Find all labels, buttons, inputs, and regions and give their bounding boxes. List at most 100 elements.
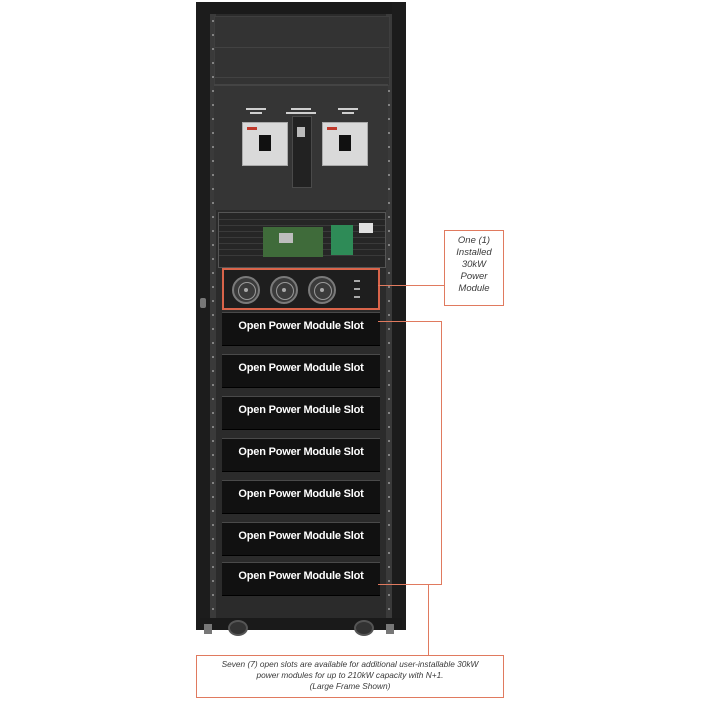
rail-hole bbox=[212, 552, 214, 554]
ups-cabinet: Open Power Module Slot Open Power Module… bbox=[196, 2, 406, 630]
rail-hole bbox=[212, 244, 214, 246]
board-component bbox=[279, 233, 293, 243]
rail-hole bbox=[212, 328, 214, 330]
rail-hole bbox=[388, 132, 390, 134]
rail-hole bbox=[212, 230, 214, 232]
circuit-board bbox=[263, 227, 323, 257]
callout-line: Installed bbox=[456, 247, 492, 258]
rail-hole bbox=[212, 566, 214, 568]
open-slot-2: Open Power Module Slot bbox=[222, 354, 380, 388]
slot-label: Open Power Module Slot bbox=[238, 320, 364, 332]
callout-line: Power bbox=[460, 271, 488, 282]
rail-hole bbox=[388, 440, 390, 442]
caster-wheel-icon bbox=[354, 620, 374, 636]
rail-hole bbox=[212, 90, 214, 92]
rail-hole bbox=[212, 20, 214, 22]
callout-line: One (1) bbox=[457, 235, 491, 246]
breaker-panel bbox=[214, 84, 388, 210]
rail-hole bbox=[212, 426, 214, 428]
rail-hole bbox=[212, 202, 214, 204]
board-component bbox=[359, 223, 373, 233]
cabinet-plinth bbox=[200, 618, 402, 630]
rail-hole bbox=[388, 496, 390, 498]
fan-icon bbox=[270, 276, 298, 304]
rail-hole bbox=[212, 286, 214, 288]
rail-hole bbox=[212, 496, 214, 498]
rail-hole bbox=[388, 384, 390, 386]
rail-hole bbox=[212, 594, 214, 596]
slot-label: Open Power Module Slot bbox=[238, 570, 364, 582]
rail-hole bbox=[388, 286, 390, 288]
rail-hole bbox=[212, 580, 214, 582]
rail-hole bbox=[388, 230, 390, 232]
rail-hole bbox=[212, 468, 214, 470]
open-slot-6: Open Power Module Slot bbox=[222, 522, 380, 556]
rail-hole bbox=[212, 454, 214, 456]
status-led bbox=[354, 280, 360, 282]
rail-hole bbox=[212, 412, 214, 414]
leveling-foot bbox=[386, 624, 394, 634]
status-led bbox=[354, 296, 360, 298]
rail-hole bbox=[212, 510, 214, 512]
rail-hole bbox=[212, 62, 214, 64]
slot-label: Open Power Module Slot bbox=[238, 446, 364, 458]
slot-label: Open Power Module Slot bbox=[238, 530, 364, 542]
rail-hole bbox=[212, 188, 214, 190]
cabinet-top bbox=[196, 2, 406, 14]
open-slot-4: Open Power Module Slot bbox=[222, 438, 380, 472]
rail-hole bbox=[388, 482, 390, 484]
rail-hole bbox=[212, 538, 214, 540]
rail-hole bbox=[388, 510, 390, 512]
rail-hole bbox=[212, 34, 214, 36]
rail-hole bbox=[388, 454, 390, 456]
rail-hole bbox=[212, 272, 214, 274]
rail-hole bbox=[212, 118, 214, 120]
rail-hole bbox=[212, 482, 214, 484]
rail-hole bbox=[212, 146, 214, 148]
breaker-label-2 bbox=[279, 106, 323, 116]
rail-hole bbox=[388, 566, 390, 568]
slot-label: Open Power Module Slot bbox=[238, 488, 364, 500]
rail-hole bbox=[388, 552, 390, 554]
rail-hole bbox=[212, 258, 214, 260]
rail-hole bbox=[212, 48, 214, 50]
slot-label: Open Power Module Slot bbox=[238, 362, 364, 374]
open-slot-3: Open Power Module Slot bbox=[222, 396, 380, 430]
center-breaker-bar bbox=[292, 116, 312, 188]
slot-leader-down bbox=[428, 584, 429, 655]
rail-hole bbox=[388, 328, 390, 330]
slot-leader-vertical bbox=[441, 321, 442, 584]
rail-hole bbox=[388, 174, 390, 176]
door-handle bbox=[200, 298, 206, 308]
callout-line: Seven (7) open slots are available for a… bbox=[221, 659, 479, 669]
breaker-icon bbox=[242, 122, 288, 166]
rail-hole bbox=[388, 160, 390, 162]
callout-line: 30kW bbox=[461, 259, 487, 270]
rail-hole bbox=[388, 608, 390, 610]
rail-hole bbox=[388, 370, 390, 372]
rail-hole bbox=[388, 594, 390, 596]
open-slot-1: Open Power Module Slot bbox=[222, 312, 380, 346]
cabinet-right-side bbox=[392, 2, 406, 630]
rail-hole bbox=[388, 314, 390, 316]
rail-hole bbox=[388, 426, 390, 428]
breaker-label-1 bbox=[234, 106, 278, 116]
top-blank-panel bbox=[214, 16, 390, 86]
callout-line: Module bbox=[458, 283, 490, 294]
rail-hole bbox=[388, 468, 390, 470]
installed-power-module bbox=[222, 268, 380, 310]
rail-hole bbox=[388, 398, 390, 400]
rail-hole bbox=[388, 216, 390, 218]
slot-leader-top bbox=[378, 321, 441, 322]
open-slot-7: Open Power Module Slot bbox=[222, 562, 380, 596]
rail-hole bbox=[212, 524, 214, 526]
rail-hole bbox=[212, 314, 214, 316]
installed-leader-line bbox=[378, 285, 444, 286]
rail-hole bbox=[212, 300, 214, 302]
rail-hole bbox=[388, 356, 390, 358]
open-slot-5: Open Power Module Slot bbox=[222, 480, 380, 514]
breaker-label-3 bbox=[326, 106, 370, 116]
rail-hole bbox=[388, 104, 390, 106]
breaker-icon bbox=[322, 122, 368, 166]
open-slots-callout: Seven (7) open slots are available for a… bbox=[196, 655, 504, 698]
